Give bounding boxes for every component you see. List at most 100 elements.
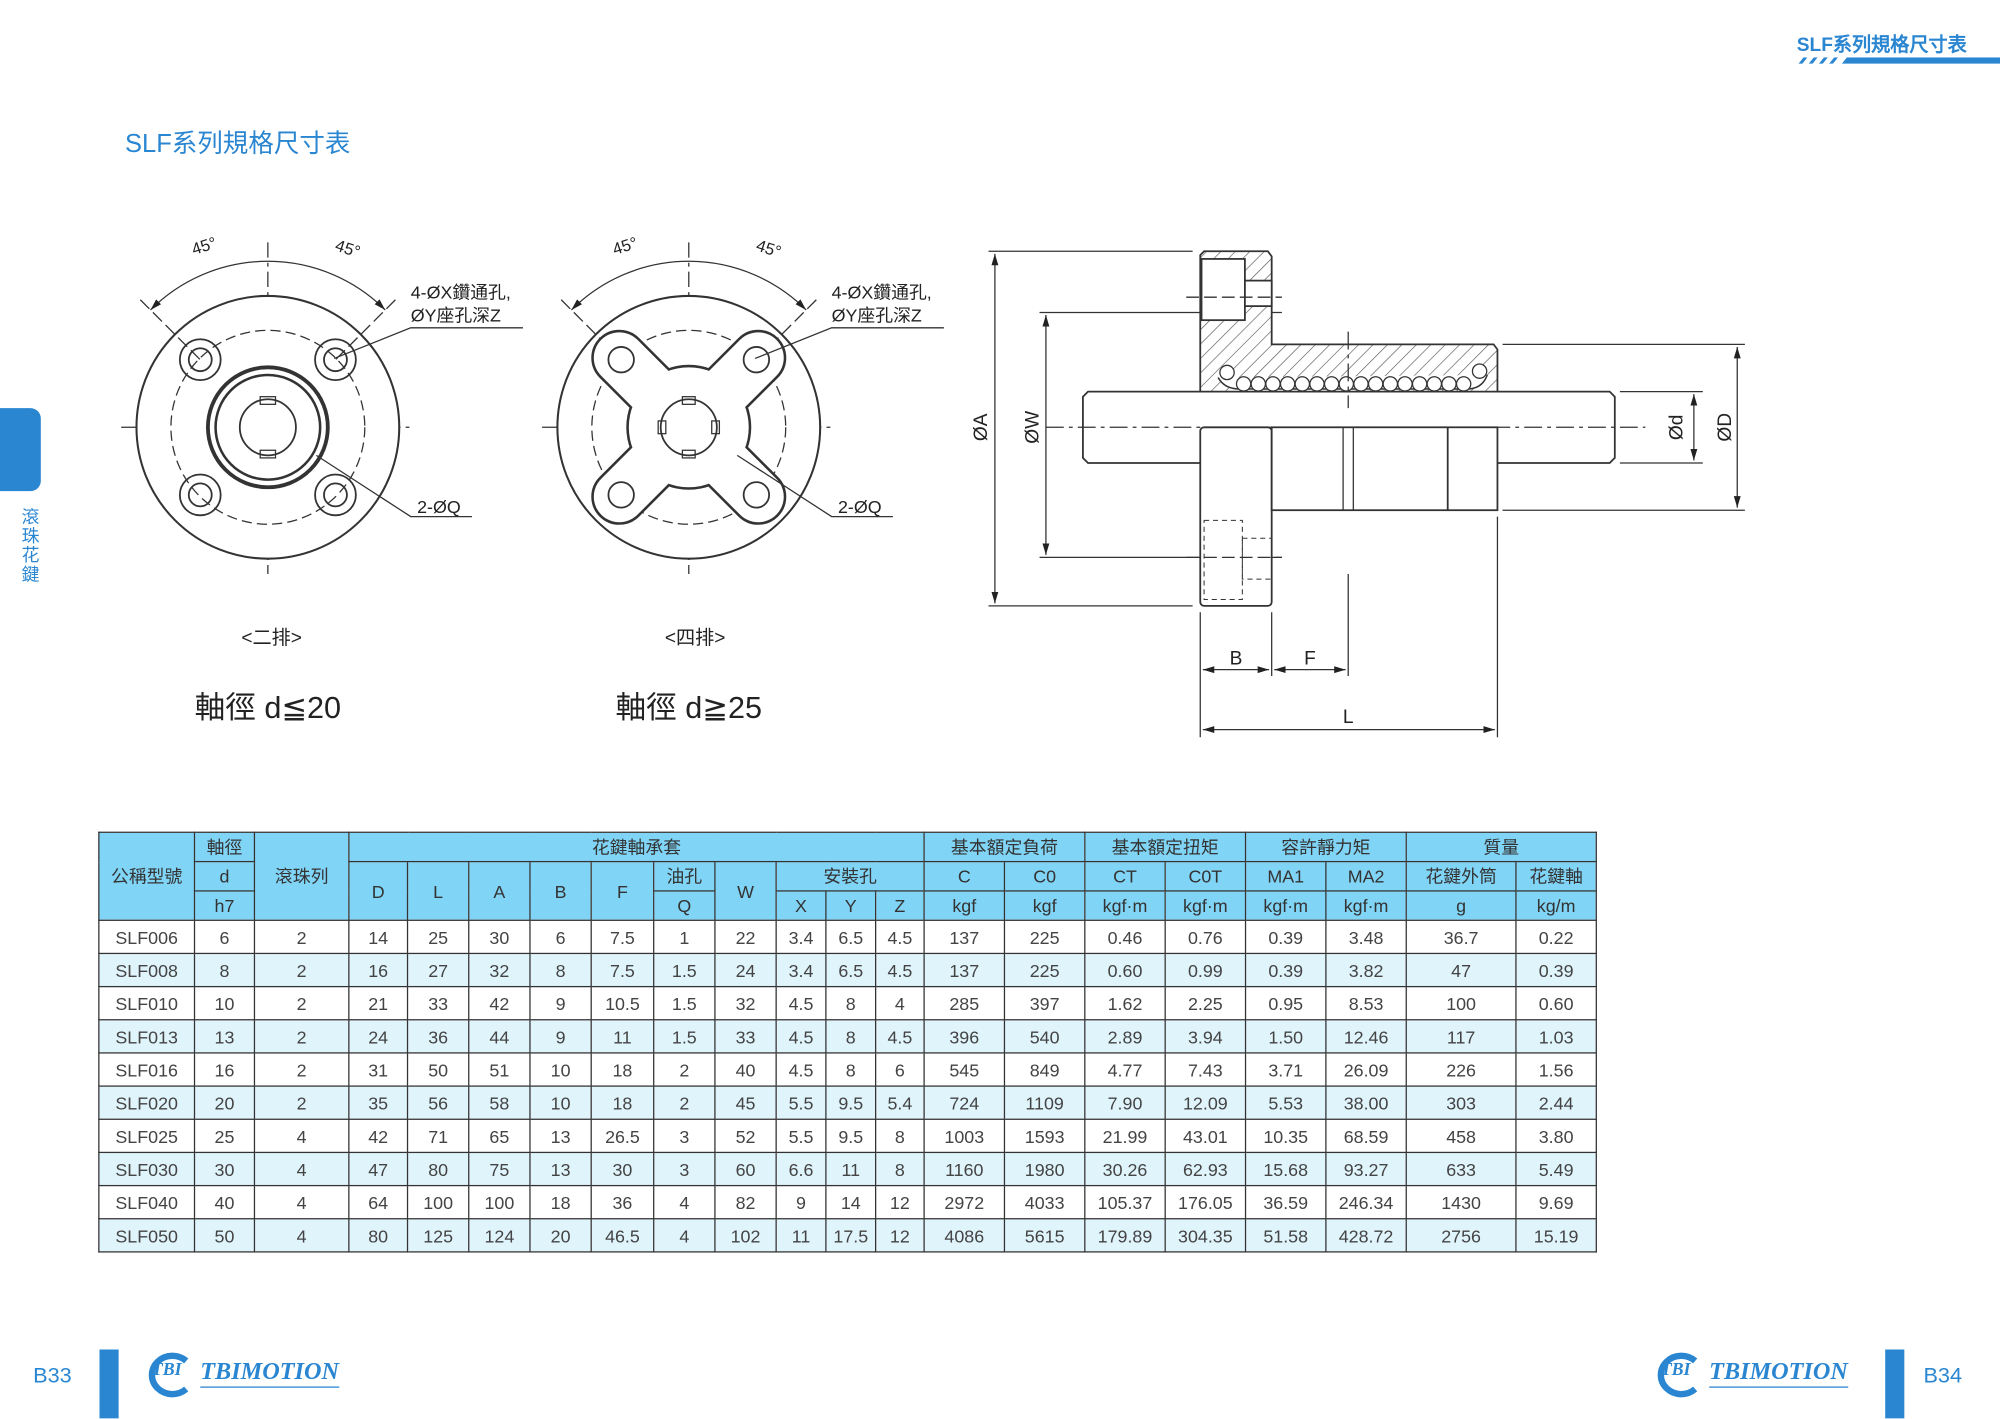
table-cell: 36.7 [1405, 919, 1517, 955]
col-header-d: d [193, 860, 256, 892]
table-cell: 12.46 [1325, 1019, 1407, 1054]
table-cell: 9.5 [825, 1118, 877, 1154]
drawing-caption: <四排> [665, 627, 726, 649]
table-cell: 179.89 [1084, 1218, 1166, 1253]
table-cell: 2.44 [1515, 1085, 1597, 1120]
table-cell: 4086 [923, 1218, 1006, 1253]
ball [1294, 376, 1311, 392]
table-cell: 40 [714, 1052, 777, 1087]
table-cell: 36 [590, 1184, 655, 1220]
table-cell: 16 [193, 1052, 256, 1087]
tbi-logo-right: TBI TBIMOTION [1649, 1349, 1866, 1406]
table-cell: 1593 [1003, 1118, 1086, 1154]
ball [1279, 376, 1296, 392]
table-cell: 21.99 [1084, 1118, 1166, 1154]
unit-kgfm: kgf·m [1244, 890, 1327, 921]
table-cell: 36.59 [1244, 1184, 1327, 1220]
table-cell: 4.5 [874, 1019, 925, 1054]
table-cell: 1.5 [653, 1019, 716, 1054]
table-cell: 4 [653, 1218, 716, 1253]
hole-note: 4-ØX鑽通孔, [411, 282, 511, 302]
ball [1471, 363, 1488, 379]
table-cell: 2 [253, 985, 350, 1021]
table-cell: 3.4 [775, 919, 827, 955]
side-tab[interactable] [0, 408, 41, 492]
unit-kgf: kgf [923, 890, 1006, 921]
table-cell: 9 [529, 1019, 592, 1054]
table-cell: 1003 [923, 1118, 1006, 1154]
model-cell: SLF016 [98, 1052, 196, 1087]
ball [1323, 376, 1340, 392]
table-cell: 2 [253, 1019, 350, 1054]
table-cell: 7.90 [1084, 1085, 1166, 1120]
page-number-left: B33 [33, 1363, 72, 1388]
section-tag: SLF系列規格尺寸表 [1796, 34, 1967, 57]
table-cell: 14 [348, 919, 409, 955]
table-cell: 25 [193, 1118, 256, 1154]
dimension-label-A: ØA [971, 413, 992, 441]
table-cell: 225 [1003, 919, 1086, 955]
unit-g: g [1405, 890, 1517, 921]
table-cell: 64 [348, 1184, 409, 1220]
hole-note: ØY座孔深Z [411, 305, 501, 325]
section-tag-underline [1798, 57, 2000, 64]
table-cell: 8 [825, 1019, 877, 1054]
table-cell: 13 [529, 1151, 592, 1187]
col-header-C0T: C0T [1164, 860, 1247, 892]
table-cell: 4.5 [874, 919, 925, 955]
table-cell: 30 [193, 1151, 256, 1187]
table-cell: 60 [714, 1151, 777, 1187]
front-view-two-row [121, 242, 523, 574]
ball [1411, 376, 1428, 392]
ball [1235, 376, 1252, 392]
table-cell: 137 [923, 919, 1006, 955]
table-cell: 9.5 [825, 1085, 877, 1120]
col-header-MA1: MA1 [1244, 860, 1327, 892]
table-cell: 10 [193, 985, 256, 1021]
table-cell: 93.27 [1325, 1151, 1407, 1187]
model-cell: SLF050 [98, 1218, 196, 1253]
table-cell: 36 [406, 1019, 470, 1054]
table-cell: 20 [193, 1085, 256, 1120]
table-cell: 2 [653, 1085, 716, 1120]
dimension-label-W: ØW [1022, 411, 1043, 444]
table-cell: 26.5 [590, 1118, 655, 1154]
table-cell: 65 [468, 1118, 531, 1154]
table-cell: 18 [590, 1085, 655, 1120]
table-cell: 10 [529, 1085, 592, 1120]
table-cell: 4.5 [775, 985, 827, 1021]
table-cell: 3.4 [775, 952, 827, 988]
table-cell: 20 [529, 1218, 592, 1253]
unit-kgfm: kgf·m [1084, 890, 1166, 921]
table-cell: 11 [775, 1218, 827, 1253]
table-cell: 8 [825, 1052, 877, 1087]
table-cell: 3.48 [1325, 919, 1407, 955]
table-cell: 0.99 [1164, 952, 1247, 988]
table-cell: 50 [193, 1218, 256, 1253]
ball [1250, 376, 1267, 392]
angle-label: 45° [333, 236, 363, 262]
table-cell: 2 [253, 1085, 350, 1120]
page-title: SLF系列規格尺寸表 [124, 130, 351, 159]
table-cell: 47 [1405, 952, 1517, 988]
dimension-label-d: Ød [1666, 415, 1687, 441]
table-cell: 30.26 [1084, 1151, 1166, 1187]
model-cell: SLF040 [98, 1184, 196, 1220]
table-cell: 7.43 [1164, 1052, 1247, 1087]
table-cell: 40 [193, 1184, 256, 1220]
table-cell: 5.49 [1515, 1151, 1597, 1187]
model-cell: SLF006 [98, 919, 196, 955]
col-header-shaft-dia: 軸徑 [193, 831, 256, 863]
dimension-label-L: L [1343, 707, 1354, 728]
table-cell: 15.19 [1515, 1218, 1597, 1253]
col-header-X: X [775, 890, 827, 921]
table-cell: 8 [825, 985, 877, 1021]
table-cell: 26.09 [1325, 1052, 1407, 1087]
table-cell: 42 [348, 1118, 409, 1154]
table-cell: 10 [529, 1052, 592, 1087]
